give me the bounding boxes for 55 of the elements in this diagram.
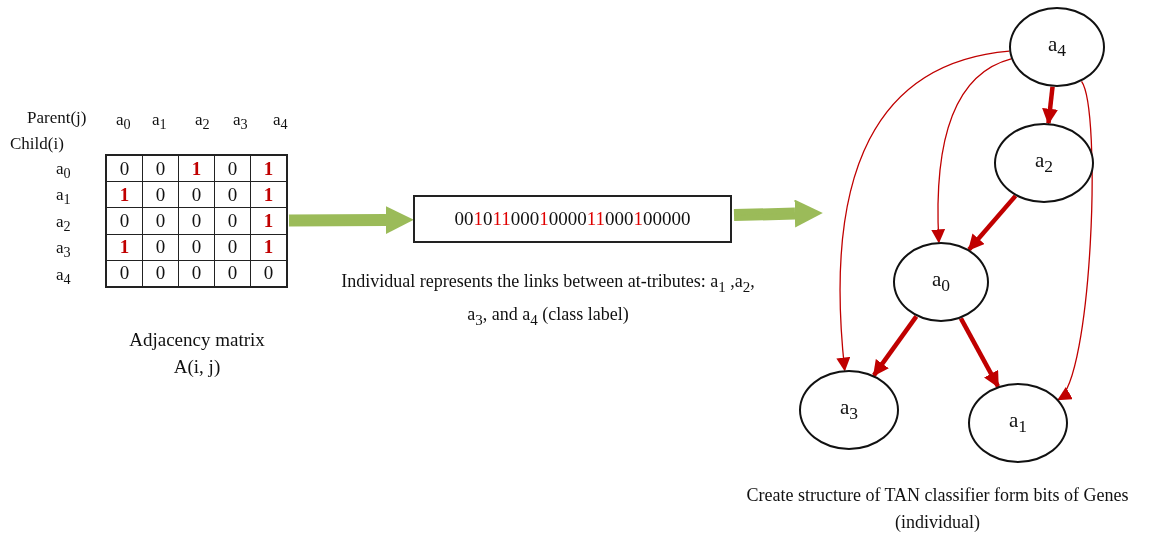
table-cell: 1 [250, 181, 287, 208]
table-cell: 0 [250, 260, 287, 287]
arrow [958, 317, 1000, 388]
row-header: a$_{4}$ [56, 264, 71, 289]
table-cell: 0 [106, 207, 143, 235]
node-label: a$_{4}$ [1047, 32, 1067, 62]
table-cell: 1 [106, 181, 143, 208]
caption-text: Create structure of TAN classifier form bits of Genes (individual) [745, 484, 1130, 534]
row-header: a$_{1}$ [56, 185, 71, 210]
table-cell: 0 [106, 155, 143, 182]
table-cell: 0 [178, 181, 215, 208]
arrow [931, 58, 1012, 244]
arrow [1057, 80, 1093, 401]
column-header: a$_{3}$ [233, 110, 248, 135]
table-cell: 0 [178, 234, 215, 261]
table-cell: 0 [178, 207, 215, 235]
arrow [967, 194, 1018, 252]
column-header: a$_{2}$ [195, 110, 210, 135]
table-cell: 1 [250, 234, 287, 261]
table-cell: 1 [250, 155, 287, 182]
axis-label: Parent(j) [27, 108, 87, 128]
arrow [836, 50, 1010, 372]
table-cell: 0 [214, 234, 251, 261]
table-cell: 1 [178, 155, 215, 182]
table-cell: 0 [106, 260, 143, 287]
table-cell: 0 [214, 181, 251, 208]
table-cell: 0 [214, 207, 251, 235]
table-cell: 1 [250, 207, 287, 235]
arrow [1042, 86, 1058, 125]
caption-text: Individual represents the links between at-tributes: a$_{1}$ ,a$_{2}$, a$_{3}$, and a$_{4}$ (class label) [340, 270, 756, 330]
arrow [872, 315, 919, 377]
table-cell: 0 [142, 207, 179, 235]
table-cell: 1 [106, 234, 143, 261]
adjacency-matrix-table [106, 155, 287, 287]
column-header: a$_{1}$ [152, 110, 167, 135]
node-label: 0010110001000011000100000 [454, 208, 691, 230]
caption-text: Adjacency matrix A(i, j) [128, 328, 266, 379]
row-header: a$_{2}$ [56, 211, 71, 237]
table-cell: 0 [142, 234, 179, 261]
table-cell: 0 [142, 155, 179, 182]
axis-label: Child(i) [10, 134, 64, 154]
table-cell: 0 [142, 260, 179, 287]
bit-string-box [413, 195, 732, 243]
column-header: a$_{4}$ [273, 110, 288, 135]
row-header: a$_{3}$ [56, 238, 71, 263]
table-cell: 0 [214, 260, 251, 287]
node-label: a$_{1}$ [1008, 408, 1028, 438]
table-cell: 0 [178, 260, 215, 287]
node-label: a$_{0}$ [931, 267, 951, 297]
row-header: a$_{0}$ [56, 159, 71, 184]
node-label: a$_{2}$ [1034, 148, 1054, 178]
column-header: a$_{0}$ [116, 110, 131, 135]
table-cell: 0 [142, 181, 179, 208]
node-label: a$_{3}$ [839, 395, 859, 425]
table-cell: 0 [214, 155, 251, 182]
